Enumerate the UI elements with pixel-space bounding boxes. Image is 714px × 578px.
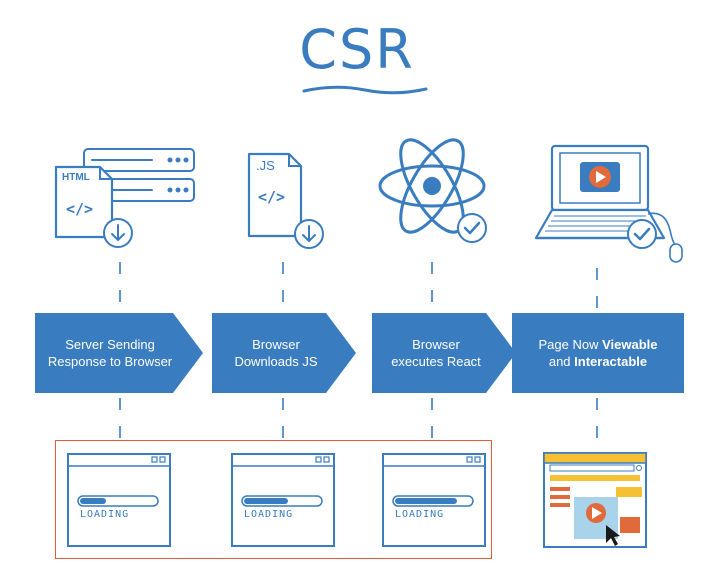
loaded-webpage-icon	[543, 452, 647, 548]
step-3-line-2: executes React	[391, 354, 481, 369]
code-glyph-2: </>	[258, 188, 286, 206]
html-server-icon	[54, 148, 195, 248]
step-4-line-1-bold: Viewable	[602, 337, 658, 352]
step-4-line-2-bold: Interactable	[574, 354, 648, 369]
step-browser-executes: Browser executes React	[372, 313, 516, 393]
diagram-title: CSR	[299, 18, 415, 81]
step-4-line-2-prefix: and	[548, 354, 575, 369]
react-atom-icon	[378, 138, 487, 243]
step-2-line-2: Downloads JS	[234, 354, 318, 369]
title-underline	[302, 85, 428, 95]
step-3-line-1: Browser	[412, 337, 460, 352]
loading-text-3: LOADING	[395, 509, 445, 520]
step-1-line-2: Response to Browser	[47, 354, 173, 369]
step-server-sending: Server Sending Response to Browser	[35, 313, 203, 393]
js-label: .JS	[256, 158, 275, 173]
loading-text-1: LOADING	[80, 509, 130, 520]
loading-window-3	[382, 453, 486, 547]
step-page-viewable: Page Now Viewable and Interactable	[512, 313, 684, 393]
js-file-icon	[247, 152, 324, 249]
loading-window-2	[231, 453, 335, 547]
html-label: HTML	[62, 172, 90, 183]
loading-highlight-box	[55, 440, 492, 559]
step-browser-downloads: Browser Downloads JS	[212, 313, 356, 393]
code-glyph-1: </>	[66, 200, 94, 218]
loading-window-1	[67, 453, 171, 547]
laptop-icon	[534, 144, 683, 263]
step-4-line-1-prefix: Page Now	[538, 337, 603, 352]
loading-text-2: LOADING	[244, 509, 294, 520]
step-2-line-1: Browser	[252, 337, 300, 352]
step-1-line-1: Server Sending	[65, 337, 155, 352]
